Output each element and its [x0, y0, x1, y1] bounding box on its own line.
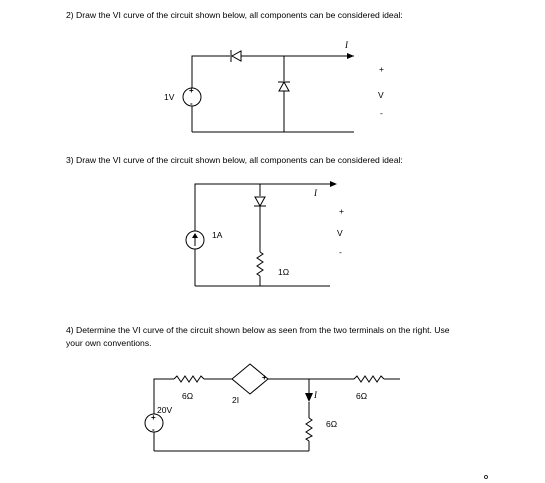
current-label: I [313, 188, 318, 198]
voltage-source-label: 1V [164, 92, 175, 102]
diode [254, 196, 266, 208]
circuit-3: 1A 1Ω I + V - [185, 181, 344, 287]
series-diode [230, 50, 242, 62]
circuit-4: + - 20V 6Ω + 2I I 6Ω 6Ω [144, 363, 400, 452]
voltage-source: + - [182, 86, 202, 108]
circuit-2-wires [191, 55, 354, 133]
shunt-diode [278, 80, 290, 92]
terminal-voltage-label: V [378, 90, 384, 100]
circuit-4-wires [153, 378, 400, 452]
source-plus-sign: + [151, 413, 156, 422]
terminal-voltage-label: V [337, 228, 343, 238]
current-label: I [344, 40, 349, 50]
resistor-r3 [353, 375, 385, 383]
terminal-minus: - [339, 247, 342, 257]
source-minus-sign: - [152, 425, 155, 434]
terminal-plus: + [339, 206, 344, 216]
current-arrow [305, 393, 313, 402]
resistor-label: 1Ω [278, 267, 289, 277]
voltage-source-label: 20V [157, 405, 172, 415]
dependent-source-label: 2I [232, 395, 239, 405]
resistor-r2 [305, 417, 313, 442]
resistor-r3-label: 6Ω [356, 391, 367, 401]
source-minus-sign: - [190, 99, 193, 108]
current-source [185, 230, 205, 250]
terminal-minus: - [380, 108, 383, 118]
corner-dot [484, 475, 488, 479]
circuit-3-wires [194, 183, 330, 287]
voltage-source-20v: + - [144, 413, 164, 434]
question-4-line-2: your own conventions. [66, 338, 152, 348]
resistor-r1 [173, 375, 205, 383]
circuit-2: + - 1V I + V - [164, 40, 384, 133]
question-4-text: 4) Determine the VI curve of the circuit… [66, 324, 506, 350]
question-4-line-1: 4) Determine the VI curve of the circuit… [66, 325, 450, 335]
question-2-text: 2) Draw the VI curve of the circuit show… [66, 10, 403, 20]
question-3-text: 3) Draw the VI curve of the circuit show… [66, 155, 403, 165]
current-arrow [330, 181, 337, 187]
current-arrow [347, 53, 354, 59]
resistor-r1-label: 6Ω [182, 391, 193, 401]
resistor-r2-label: 6Ω [326, 419, 337, 429]
current-label: I [313, 390, 318, 400]
source-plus-sign: + [189, 86, 194, 95]
current-source-label: 1A [212, 230, 223, 240]
terminal-plus: + [379, 64, 384, 74]
dependent-source-plus: + [262, 373, 267, 382]
resistor-1ohm [256, 251, 264, 277]
